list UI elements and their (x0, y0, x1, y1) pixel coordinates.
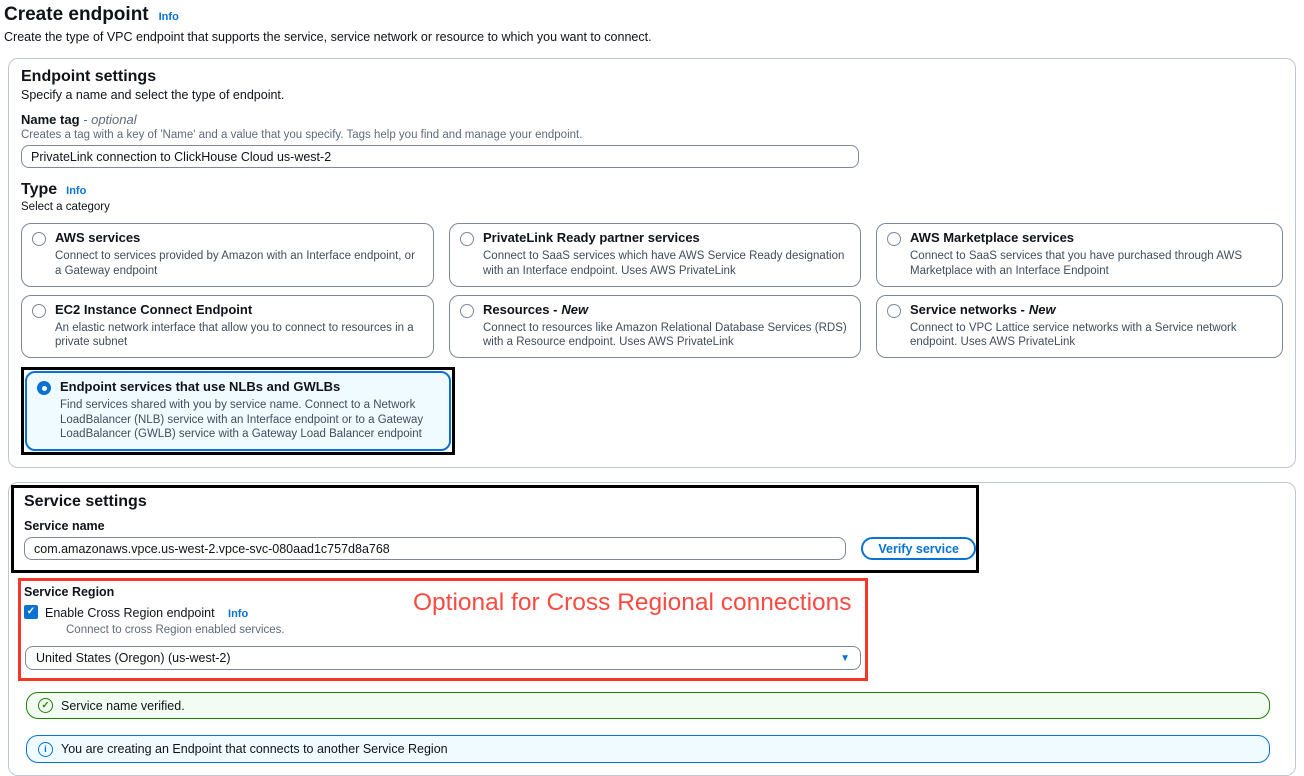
cross-region-info-link[interactable]: Info (228, 608, 249, 621)
type-option-title-text: Resources - (483, 301, 558, 317)
page-subtitle: Create the type of VPC endpoint that sup… (4, 30, 652, 44)
type-info-link[interactable]: Info (66, 185, 87, 198)
new-badge: New (1028, 301, 1056, 317)
service-region-select[interactable]: United States (Oregon) (us-west-2) ▼ (25, 646, 861, 671)
type-option-description: Connect to SaaS services that you have p… (910, 250, 1242, 277)
name-tag-optional: - optional (83, 112, 137, 128)
type-option-title-text: PrivateLink Ready partner services (483, 230, 700, 246)
radio-unselected-icon[interactable] (32, 303, 46, 318)
type-options-grid: AWS services Connect to services provide… (21, 223, 1283, 359)
type-option-title: Resources -New (483, 302, 848, 319)
endpoint-settings-description: Specify a name and select the type of en… (21, 88, 285, 103)
endpoint-settings-panel: Endpoint settings Specify a name and sel… (8, 58, 1296, 469)
type-option-title-text: AWS services (55, 230, 141, 246)
type-option-title-text: AWS Marketplace services (910, 230, 1075, 246)
annotation-red-box-service-region: Service Region ✓ Enable Cross Region end… (18, 578, 868, 682)
type-option-description: Connect to SaaS services which have AWS … (483, 250, 845, 277)
type-option-title: Endpoint services that use NLBs and GWLB… (60, 379, 437, 396)
type-option-title-text: Service networks - (910, 301, 1025, 317)
service-settings-panel: Service settings Service name Verify ser… (8, 482, 1296, 776)
type-heading: Type (21, 181, 58, 199)
radio-unselected-icon[interactable] (460, 303, 474, 318)
radio-unselected-icon[interactable] (460, 232, 474, 247)
checkbox-checked-icon[interactable]: ✓ (24, 605, 38, 620)
new-badge: New (561, 301, 589, 317)
type-option-title-text: EC2 Instance Connect Endpoint (55, 301, 253, 317)
service-name-label: Service name (24, 519, 105, 534)
type-option-title: PrivateLink Ready partner services (483, 230, 848, 247)
type-option-title: Service networks -New (910, 302, 1270, 319)
name-tag-help: Creates a tag with a key of 'Name' and a… (21, 129, 583, 142)
radio-selected-icon[interactable] (37, 381, 51, 396)
page-header: Create endpoint Info Create the type of … (0, 0, 1304, 44)
radio-unselected-icon[interactable] (887, 232, 901, 247)
type-option-title-text: Endpoint services that use NLBs and GWLB… (60, 379, 341, 395)
success-check-icon: ✓ (38, 698, 53, 714)
page-title: Create endpoint (4, 4, 149, 25)
service-region-selected-value: United States (Oregon) (us-west-2) (36, 651, 231, 666)
type-option-description: Connect to VPC Lattice service networks … (910, 321, 1237, 349)
type-option-description: Connect to services provided by Amazon w… (55, 250, 415, 277)
type-option-aws-marketplace-services[interactable]: AWS Marketplace services Connect to SaaS… (876, 223, 1283, 287)
cross-region-notice-banner: i You are creating an Endpoint that conn… (26, 735, 1270, 764)
name-tag-label-text: Name tag (21, 112, 80, 128)
service-region-label: Service Region (24, 585, 115, 600)
endpoint-settings-heading: Endpoint settings (21, 68, 157, 85)
annotation-black-box-selected-type: Endpoint services that use NLBs and GWLB… (21, 367, 455, 456)
service-verified-message: Service name verified. (61, 698, 185, 713)
enable-cross-region-checkbox-label[interactable]: Enable Cross Region endpoint (45, 606, 215, 621)
type-option-title: AWS services (55, 230, 421, 247)
type-description: Select a category (21, 201, 110, 214)
radio-unselected-icon[interactable] (887, 303, 901, 318)
type-option-description: Find services shared with you by service… (60, 398, 424, 441)
type-option-resources[interactable]: Resources -New Connect to resources like… (449, 294, 861, 359)
info-circle-icon: i (38, 741, 53, 757)
name-tag-label: Name tag - optional (21, 112, 1283, 127)
annotation-red-note: Optional for Cross Regional connections (413, 589, 852, 617)
type-option-service-networks[interactable]: Service networks -New Connect to VPC Lat… (876, 294, 1283, 359)
type-option-ec2-instance-connect-endpoint[interactable]: EC2 Instance Connect Endpoint An elastic… (21, 294, 434, 359)
type-option-title: EC2 Instance Connect Endpoint (55, 302, 421, 319)
type-option-aws-services[interactable]: AWS services Connect to services provide… (21, 223, 434, 287)
service-name-input[interactable] (24, 537, 847, 561)
radio-unselected-icon[interactable] (32, 232, 46, 247)
chevron-down-icon: ▼ (840, 652, 850, 664)
name-tag-input[interactable] (21, 145, 859, 169)
type-option-description: An elastic network interface that allow … (55, 321, 414, 349)
cross-region-help-text: Connect to cross Region enabled services… (66, 624, 285, 637)
cross-region-notice-message: You are creating an Endpoint that connec… (61, 742, 448, 757)
page-title-info-link[interactable]: Info (158, 11, 179, 23)
type-option-endpoint-services-nlb-gwlb[interactable]: Endpoint services that use NLBs and GWLB… (25, 371, 451, 452)
type-option-description: Connect to resources like Amazon Relatio… (483, 321, 847, 349)
verify-service-button[interactable]: Verify service (861, 537, 976, 561)
service-verified-banner: ✓ Service name verified. (26, 692, 1270, 720)
type-option-privatelink-partner-services[interactable]: PrivateLink Ready partner services Conne… (449, 223, 861, 287)
type-option-title: AWS Marketplace services (910, 230, 1270, 247)
service-settings-heading: Service settings (24, 493, 147, 511)
annotation-black-box-service-settings: Service settings Service name Verify ser… (11, 485, 979, 574)
